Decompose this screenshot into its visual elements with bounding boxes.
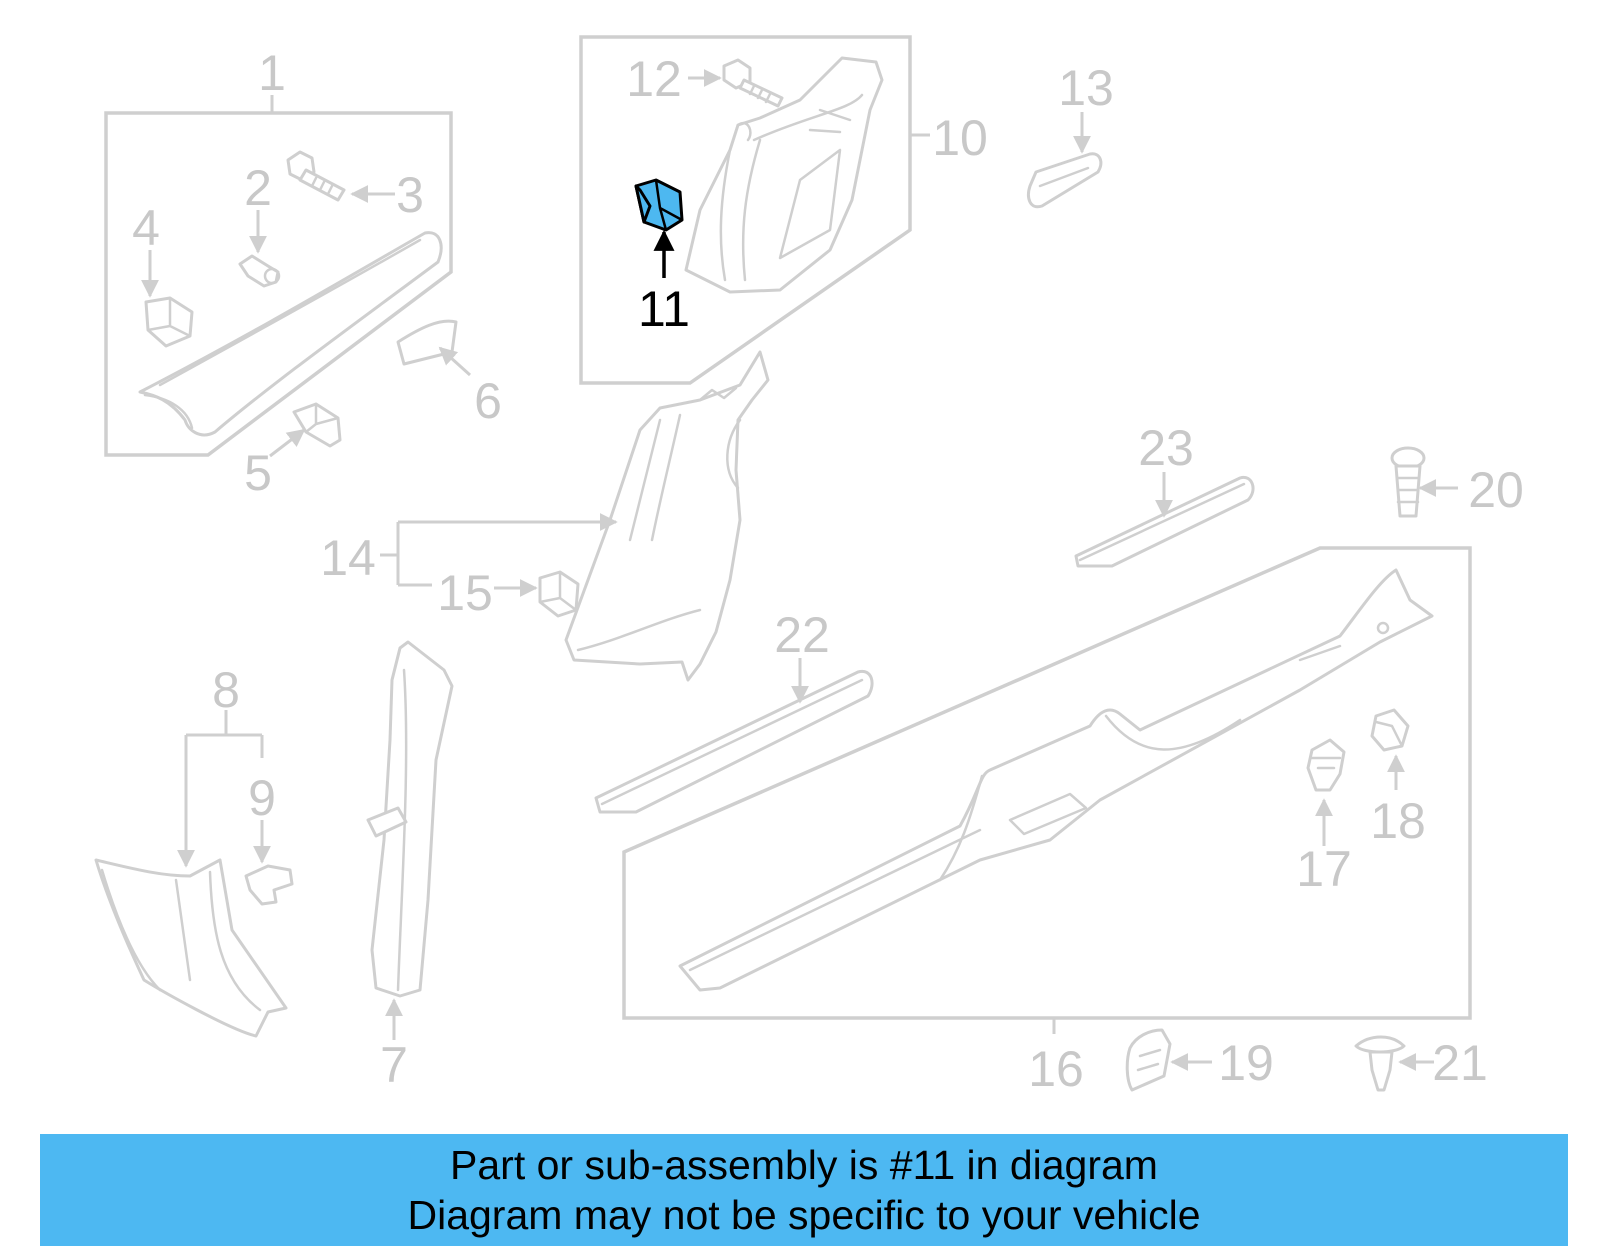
part-17-clip[interactable]	[1306, 738, 1346, 792]
part-14-center-pillar-trim[interactable]	[564, 350, 770, 682]
callout-6[interactable]: 6	[474, 373, 502, 429]
banner-line-2: Diagram may not be specific to your vehi…	[407, 1192, 1201, 1238]
group-frame-1	[104, 95, 453, 457]
callout-23[interactable]: 23	[1138, 420, 1194, 476]
part-6-cover[interactable]	[396, 319, 458, 366]
part-5-clip[interactable]	[292, 402, 342, 448]
part-23-scuff-plate[interactable]	[1074, 475, 1255, 568]
part-16-sill-trim[interactable]	[678, 568, 1434, 992]
part-10-upper-pillar-trim[interactable]	[684, 56, 884, 294]
callout-15[interactable]: 15	[437, 565, 493, 621]
callout-10[interactable]: 10	[932, 110, 988, 166]
callout-22[interactable]: 22	[774, 607, 830, 663]
part-20-screw[interactable]	[1390, 446, 1426, 518]
part-19-clip[interactable]	[1125, 1028, 1172, 1092]
callout-17[interactable]: 17	[1296, 841, 1352, 897]
callout-16[interactable]: 16	[1028, 1041, 1084, 1097]
callout-21[interactable]: 21	[1432, 1035, 1488, 1091]
callout-20[interactable]: 20	[1468, 462, 1524, 518]
part-2-clip[interactable]	[238, 254, 281, 288]
part-15-clip[interactable]	[538, 570, 580, 618]
callout-2[interactable]: 2	[244, 160, 272, 216]
info-banner: Part or sub-assembly is #11 in diagram D…	[40, 1134, 1568, 1246]
callout-8[interactable]: 8	[212, 662, 240, 718]
callout-9[interactable]: 9	[248, 770, 276, 826]
callout-5[interactable]: 5	[244, 445, 272, 501]
part-21-push-pin[interactable]	[1354, 1035, 1406, 1092]
group-frame-10	[579, 35, 930, 385]
part-22-scuff-plate[interactable]	[594, 669, 874, 814]
part-4-retainer[interactable]	[144, 296, 194, 348]
leader-14	[380, 513, 618, 587]
callout-7[interactable]: 7	[380, 1037, 408, 1093]
part-9-clip[interactable]	[244, 864, 294, 906]
leader-8-9	[177, 710, 271, 868]
part-13-bracket[interactable]	[1027, 152, 1103, 209]
callout-4[interactable]: 4	[132, 200, 160, 256]
group-frame-16	[622, 546, 1472, 1034]
callout-18[interactable]: 18	[1370, 793, 1426, 849]
part-7-lower-pillar-trim[interactable]	[366, 640, 454, 998]
callout-3[interactable]: 3	[396, 167, 424, 223]
part-11-retainer-clip[interactable]	[634, 178, 684, 232]
callout-14[interactable]: 14	[320, 530, 376, 586]
callout-13[interactable]: 13	[1058, 60, 1114, 116]
banner-line-1: Part or sub-assembly is #11 in diagram	[450, 1142, 1158, 1188]
part-1-windshield-pillar-trim[interactable]	[138, 231, 443, 437]
callout-1[interactable]: 1	[258, 45, 286, 101]
callout-19[interactable]: 19	[1218, 1035, 1274, 1091]
callout-12[interactable]: 12	[626, 51, 682, 107]
part-12-bolt[interactable]	[722, 58, 784, 108]
callout-11[interactable]: 11	[638, 281, 690, 337]
part-18-clip[interactable]	[1370, 708, 1410, 752]
part-3-bolt[interactable]	[286, 150, 346, 202]
part-8-kick-panel[interactable]	[94, 858, 288, 1038]
